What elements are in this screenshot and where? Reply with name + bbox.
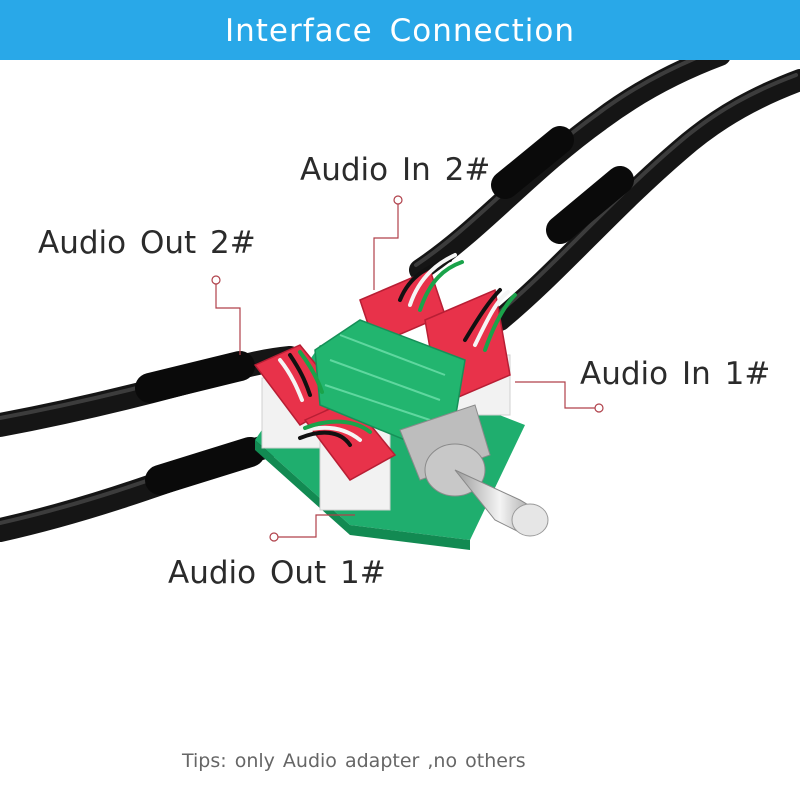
cable-audio-out-1 <box>0 426 312 542</box>
label-audio-in-2: Audio In 2# <box>300 152 491 188</box>
label-audio-out-1: Audio Out 1# <box>168 555 386 591</box>
header-title: Interface Connection <box>224 13 576 49</box>
cable-audio-out-2 <box>0 346 302 437</box>
potentiometer-shaft <box>399 404 549 537</box>
label-audio-in-1: Audio In 1# <box>580 356 771 392</box>
product-photo <box>0 60 800 550</box>
cable-audio-in-1 <box>489 69 800 331</box>
label-audio-out-2: Audio Out 2# <box>38 225 256 261</box>
cable-audio-in-2 <box>409 60 730 281</box>
header-banner <box>0 0 800 60</box>
leader-dots <box>211 195 604 542</box>
leader-lines <box>215 202 597 538</box>
wires <box>278 253 517 447</box>
tips-note: Tips: only Audio adapter ,no others <box>182 750 526 772</box>
